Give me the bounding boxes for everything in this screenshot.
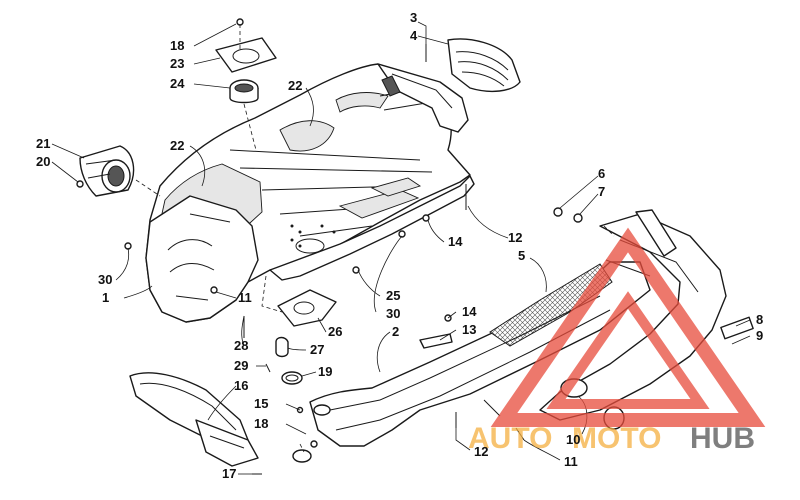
- duct-plate: [215, 37, 277, 73]
- intake-hood: [76, 145, 135, 197]
- leader-lines: [51, 21, 751, 475]
- callout-30: 30: [98, 272, 112, 287]
- watermark-auto: AUTO: [468, 422, 552, 455]
- watermark: AUTO MOTO HUB: [468, 227, 766, 455]
- callout-11-lower: 11: [564, 454, 578, 469]
- mesh-panel: [489, 263, 613, 347]
- callout-12-lower: 12: [474, 444, 488, 459]
- callout-26: 26: [328, 324, 342, 339]
- callout-4: 4: [410, 28, 418, 43]
- callout-16: 16: [234, 378, 248, 393]
- callout-14: 14: [448, 234, 463, 249]
- callout-27: 27: [310, 342, 324, 357]
- callout-22-lower: 22: [170, 138, 184, 153]
- vent-opening: [279, 120, 335, 152]
- callout-28: 28: [234, 338, 248, 353]
- plate-26: [277, 289, 337, 327]
- callout-15: 15: [254, 396, 268, 411]
- drain-hole: [295, 238, 325, 254]
- watermark-moto: MOTO: [572, 422, 661, 455]
- callout-3: 3: [410, 10, 417, 25]
- pan-recess: [338, 189, 420, 219]
- pan-floor-lines: [229, 149, 433, 259]
- callout-25: 25: [386, 288, 400, 303]
- callout-18: 18: [170, 38, 184, 53]
- callout-20: 20: [36, 154, 50, 169]
- callout-labels: 3 4 18 23 24 22 22 21 20 6 7 12 5 14 30 …: [36, 10, 763, 481]
- callout-18-lower: 18: [254, 416, 268, 431]
- ring-19: [281, 371, 303, 385]
- watermark-hub: HUB: [690, 422, 755, 455]
- callout-10: 10: [566, 432, 580, 447]
- callout-22: 22: [288, 78, 302, 93]
- side-grille: [377, 38, 521, 133]
- callout-5: 5: [518, 248, 525, 263]
- callout-24: 24: [170, 76, 185, 91]
- callout-13: 13: [462, 322, 476, 337]
- watermark-triangle: [490, 227, 766, 427]
- rivet-holes: [290, 224, 336, 248]
- callout-6: 6: [598, 166, 605, 181]
- clip-27: [275, 336, 289, 358]
- callout-17: 17: [222, 466, 236, 481]
- front-nose: [145, 195, 259, 323]
- callout-9: 9: [756, 328, 763, 343]
- rear-lip: [269, 175, 475, 281]
- callout-23: 23: [170, 56, 184, 71]
- callout-14-lower: 14: [462, 304, 477, 319]
- duct-adapter: [215, 18, 277, 104]
- belly-pan-assembly: [145, 63, 475, 323]
- callout-7: 7: [598, 184, 605, 199]
- callout-11: 11: [238, 290, 252, 305]
- callout-8: 8: [756, 312, 763, 327]
- callout-30-lower: 30: [386, 306, 400, 321]
- callout-1: 1: [102, 290, 109, 305]
- callout-19: 19: [318, 364, 332, 379]
- callout-21: 21: [36, 136, 50, 151]
- bracket-8: [720, 316, 754, 340]
- running-board-assembly: [309, 209, 754, 447]
- callout-12: 12: [508, 230, 522, 245]
- front-skid: [129, 372, 259, 467]
- callout-29: 29: [234, 358, 248, 373]
- callout-2: 2: [392, 324, 399, 339]
- small-hardware: [124, 44, 583, 475]
- strip-13: [419, 333, 453, 349]
